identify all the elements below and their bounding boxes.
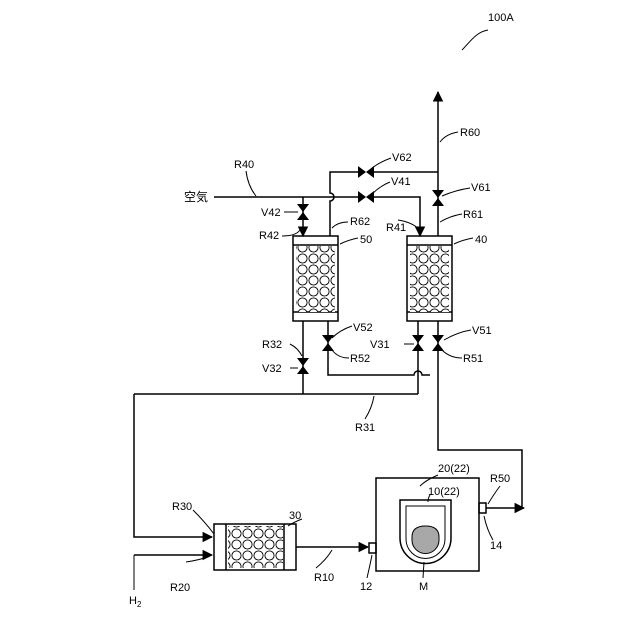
- valve-v51[interactable]: [432, 335, 444, 351]
- valve-v61[interactable]: [432, 190, 444, 206]
- label-r10: R10: [314, 572, 334, 584]
- label-10: 10(22): [428, 486, 460, 498]
- label-h2: H2: [129, 595, 142, 609]
- material-m: [412, 526, 439, 554]
- label-30: 30: [289, 510, 301, 522]
- valve-v41[interactable]: [358, 191, 374, 203]
- label-v62: V62: [392, 152, 412, 164]
- label-r31: R31: [355, 422, 375, 434]
- label-r32: R32: [262, 339, 282, 351]
- label-r61: R61: [463, 209, 483, 221]
- label-20: 20(22): [438, 463, 470, 475]
- label-r52: R52: [350, 353, 370, 365]
- label-v51: V51: [472, 325, 492, 337]
- label-r42: R42: [259, 230, 279, 242]
- label-r50: R50: [490, 473, 510, 485]
- leader-lines: [186, 132, 500, 578]
- label-r60: R60: [460, 127, 480, 139]
- figure-label: 100A: [488, 12, 514, 24]
- figure-label-leader: [462, 30, 488, 50]
- label-r62: R62: [350, 216, 370, 228]
- crucible-10: [400, 500, 451, 564]
- valve-v62[interactable]: [358, 166, 374, 178]
- port-14: [479, 503, 486, 513]
- label-air: 空気: [184, 189, 208, 204]
- label-r51: R51: [463, 353, 483, 365]
- label-14: 14: [490, 540, 502, 552]
- adsorption-column-50: [293, 236, 338, 321]
- label-v42: V42: [261, 207, 281, 219]
- label-r40: R40: [234, 159, 254, 171]
- label-50: 50: [360, 234, 372, 246]
- reactor-unit-30: [214, 524, 296, 570]
- label-r20: R20: [170, 582, 190, 594]
- valve-v31[interactable]: [412, 335, 424, 351]
- label-r41: R41: [386, 222, 406, 234]
- port-12: [369, 543, 376, 553]
- label-40: 40: [475, 234, 487, 246]
- pipe-r30: [134, 394, 212, 537]
- label-12: 12: [360, 581, 372, 593]
- label-v52: V52: [353, 322, 373, 334]
- label-v41: V41: [391, 176, 411, 188]
- label-v31: V31: [370, 339, 390, 351]
- valve-v32[interactable]: [297, 358, 309, 374]
- adsorption-column-40: [407, 236, 452, 321]
- valve-v42[interactable]: [297, 204, 309, 220]
- label-v32: V32: [262, 363, 282, 375]
- label-r30: R30: [172, 501, 192, 513]
- label-v61: V61: [471, 182, 491, 194]
- label-m: M: [419, 581, 428, 593]
